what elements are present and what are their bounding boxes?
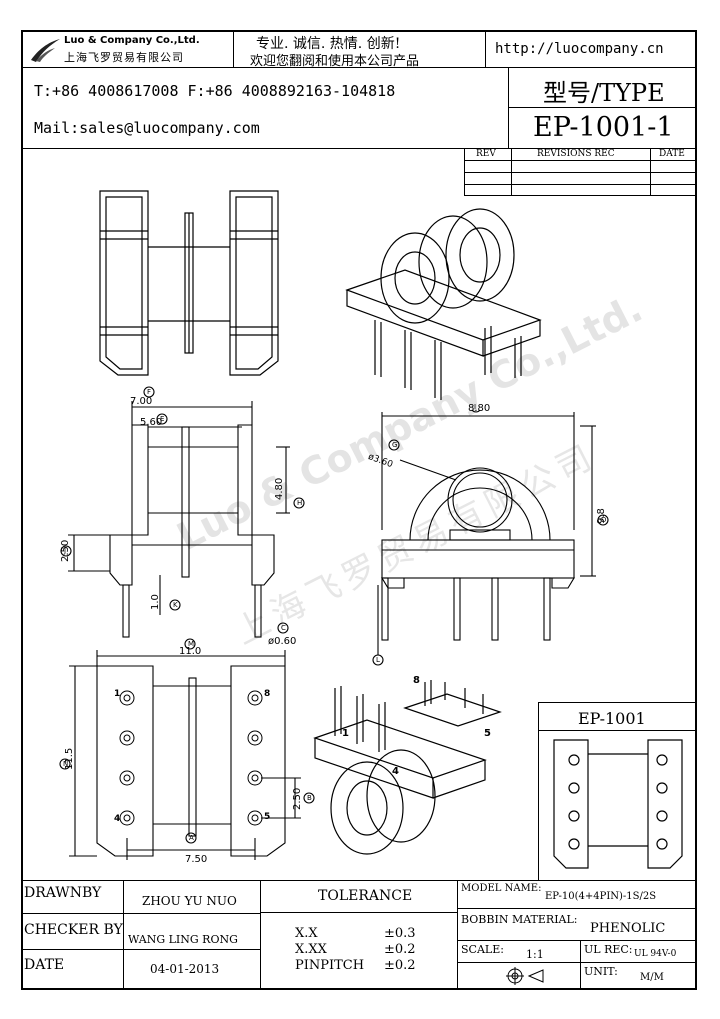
isometric-view-bottom xyxy=(313,680,502,855)
isometric-view-top xyxy=(345,208,542,400)
tol-value-x-xx: ±0.2 xyxy=(384,942,416,957)
marker-e: E xyxy=(160,415,165,423)
unit-value: M/M xyxy=(640,972,664,983)
slogan-line1: 专业. 诚信. 热情. 创新! xyxy=(256,36,401,52)
dim-0-60: ø0.60 xyxy=(268,636,297,647)
tolerance-label: TOLERANCE xyxy=(318,888,413,904)
dim-5-60: 5.60 xyxy=(140,417,163,428)
marker-h: H xyxy=(297,499,303,507)
front-view-drawing xyxy=(60,386,305,638)
unit-label: UNIT: xyxy=(584,965,618,978)
website-link[interactable]: http://luocompany.cn xyxy=(495,41,664,57)
type-label: 型号/TYPE xyxy=(543,79,665,107)
header-bottom-rule xyxy=(21,148,697,149)
dim-7-50: 7.50 xyxy=(185,854,208,865)
type-box-divider xyxy=(508,67,509,149)
marker-m: M xyxy=(188,640,195,648)
bobbin-material-value: PHENOLIC xyxy=(590,921,666,936)
email-address[interactable]: Mail:sales@luocompany.com xyxy=(34,119,260,137)
scale-label: SCALE: xyxy=(461,943,504,956)
date-value: 04-01-2013 xyxy=(150,962,220,976)
dim-4-80: 4.80 xyxy=(274,477,285,500)
revisions-rec-header: REVISIONS REC xyxy=(537,149,615,159)
checker-value: WANG LING RONG xyxy=(128,933,238,946)
dim-7-00: 7.00 xyxy=(130,396,153,407)
marker-l: L xyxy=(376,656,380,664)
iso-pin-label-4: 4 xyxy=(392,766,399,777)
side-view-drawing xyxy=(372,410,609,666)
top-view-drawing xyxy=(99,190,279,376)
drawn-by-value: ZHOU YU NUO xyxy=(142,894,237,908)
model-name-label: MODEL NAME: xyxy=(461,883,542,894)
tol-value-x-x: ±0.3 xyxy=(384,926,416,941)
pin-label-8: 8 xyxy=(264,689,271,699)
pin-label-4: 4 xyxy=(114,814,121,824)
pin-label-5: 5 xyxy=(264,812,271,822)
checker-label: CHECKER BY xyxy=(24,922,123,938)
marker-d: D xyxy=(601,516,607,524)
bobbin-material-label: BOBBIN MATERIAL: xyxy=(461,913,578,926)
iso-pin-label-1: 1 xyxy=(342,728,349,739)
marker-k: K xyxy=(173,601,178,609)
marker-i: I xyxy=(474,403,477,411)
marker-g: G xyxy=(392,441,398,449)
marker-a: A xyxy=(189,834,194,842)
header-rule xyxy=(21,67,697,68)
inset-drawing xyxy=(553,739,683,869)
tol-label-x-x: X.X xyxy=(295,926,318,941)
tol-value-pinpitch: ±0.2 xyxy=(384,958,416,973)
pin-label-1: 1 xyxy=(114,689,121,699)
dim-1-0: 1.0 xyxy=(150,594,161,610)
header-divider xyxy=(233,30,234,67)
drawing-sheet xyxy=(21,30,697,990)
dim-2-50-b: 2.50 xyxy=(292,787,303,810)
part-number: EP-1001-1 xyxy=(533,112,674,143)
ul-rec-value: UL 94V-0 xyxy=(634,949,677,959)
tol-label-pinpitch: PINPITCH xyxy=(295,958,365,973)
marker-f: F xyxy=(147,388,152,396)
type-box-rule xyxy=(508,107,697,108)
company-name-cn: 上海飞罗贸易有限公司 xyxy=(64,51,184,64)
date-label: DATE xyxy=(24,957,65,973)
model-name-value: EP-10(4+4PIN)-1S/2S xyxy=(545,891,657,902)
company-logo-icon xyxy=(31,39,60,62)
inset-panel xyxy=(538,702,697,880)
inset-title: EP-1001 xyxy=(578,709,646,728)
bottom-view-drawing xyxy=(59,638,315,860)
header-divider xyxy=(485,30,486,67)
marker-c: C xyxy=(281,624,286,632)
iso-pin-label-8: 8 xyxy=(413,675,420,686)
tol-label-x-xx: X.XX xyxy=(295,942,327,957)
marker-n: N xyxy=(63,760,69,768)
slogan-line2: 欢迎您翻阅和使用本公司产品 xyxy=(250,54,420,69)
marker-b: B xyxy=(307,794,312,802)
dim-11-0: 11.0 xyxy=(179,646,202,657)
iso-pin-label-5: 5 xyxy=(484,728,491,739)
phone-fax: T:+86 4008617008 F:+86 4008892163-104818 xyxy=(34,82,396,100)
scale-value: 1:1 xyxy=(526,948,544,961)
date-header: DATE xyxy=(659,149,685,159)
drawn-by-label: DRAWNBY xyxy=(24,885,102,901)
company-name-en: Luo & Company Co.,Ltd. xyxy=(64,35,200,46)
ul-rec-label: UL REC: xyxy=(584,943,633,956)
projection-symbol-icon xyxy=(506,967,544,985)
dim-8-80: 8.80 xyxy=(468,403,491,414)
marker-j: J xyxy=(64,547,67,555)
inset-rule xyxy=(538,730,697,731)
rev-header: REV xyxy=(476,149,496,159)
